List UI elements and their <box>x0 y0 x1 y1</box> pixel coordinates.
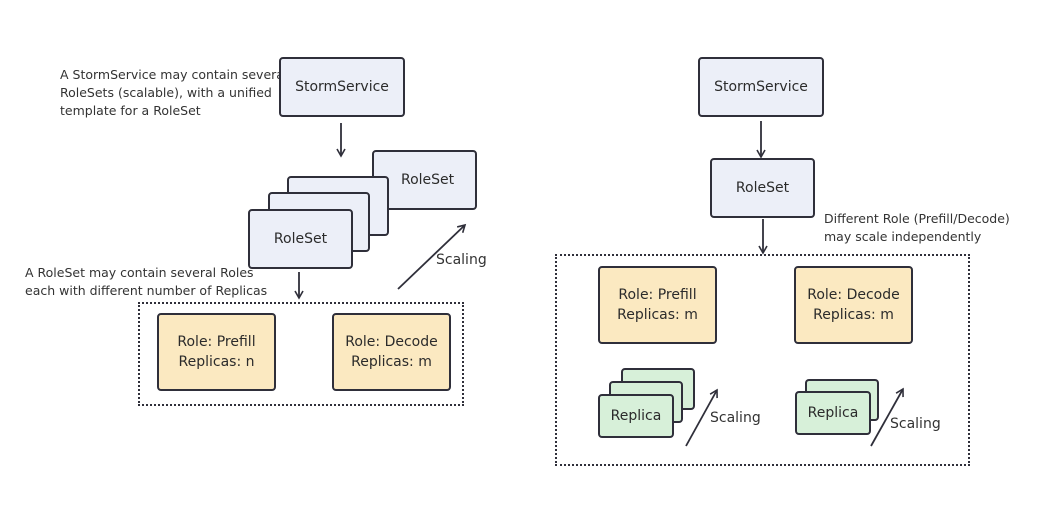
role-name: Role: Prefill <box>618 287 697 303</box>
left-note-roleset: A RoleSet may contain several Roles each… <box>25 264 267 300</box>
note-line: A StormService may contain several <box>60 67 288 82</box>
role-replicas: Replicas: n <box>178 354 255 370</box>
left-scaling-label: Scaling <box>436 252 487 268</box>
note-line: RoleSets (scalable), with a unified <box>60 85 272 100</box>
note-line: template for a RoleSet <box>60 103 201 118</box>
role-replicas: Replicas: m <box>617 307 698 323</box>
box-label: StormService <box>295 79 389 95</box>
right-roles-container <box>555 254 970 466</box>
role-replicas: Replicas: m <box>813 307 894 323</box>
note-line: may scale independently <box>824 229 982 244</box>
left-role-decode-box: Role: Decode Replicas: m <box>332 313 451 391</box>
right-scaling-right-label: Scaling <box>890 416 941 432</box>
left-stormservice-box: StormService <box>279 57 405 117</box>
role-replicas: Replicas: m <box>351 354 432 370</box>
box-label: RoleSet <box>401 172 455 188</box>
left-roles-container <box>138 302 464 406</box>
note-line: each with different number of Replicas <box>25 283 268 298</box>
right-role-decode-box: Role: Decode Replicas: m <box>794 266 913 344</box>
right-replica-left-box: Replica <box>598 394 674 438</box>
box-label: StormService <box>714 79 808 95</box>
right-roleset-box: RoleSet <box>710 158 815 218</box>
arrow-left-scaling <box>397 223 467 290</box>
right-role-prefill-box: Role: Prefill Replicas: m <box>598 266 717 344</box>
right-note-scaling: Different Role (Prefill/Decode) may scal… <box>824 210 1010 246</box>
box-label: RoleSet <box>273 231 328 247</box>
role-name: Role: Decode <box>807 287 900 303</box>
right-replica-right-box: Replica <box>795 391 871 435</box>
box-label: RoleSet <box>735 180 790 196</box>
box-label: Replica <box>807 405 859 421</box>
note-line: A RoleSet may contain several Roles <box>25 265 254 280</box>
right-stormservice-box: StormService <box>698 57 824 117</box>
arrow-right-scaling-right <box>870 387 904 447</box>
note-line: Different Role (Prefill/Decode) <box>824 211 1010 226</box>
left-role-prefill-box: Role: Prefill Replicas: n <box>157 313 276 391</box>
arrow-right-scaling-left <box>685 388 718 447</box>
role-name: Role: Decode <box>345 334 438 350</box>
role-name: Role: Prefill <box>177 334 256 350</box>
box-label: Replica <box>610 408 662 424</box>
left-roleset-front-box: RoleSet <box>248 209 353 269</box>
right-scaling-left-label: Scaling <box>710 410 761 426</box>
left-note-stormservice: A StormService may contain several RoleS… <box>60 66 287 120</box>
